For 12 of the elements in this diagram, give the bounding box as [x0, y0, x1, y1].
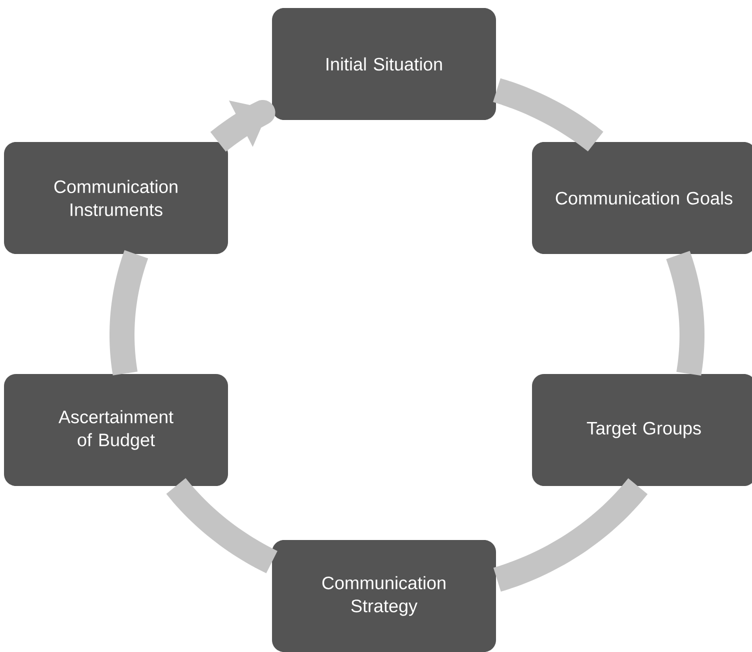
ring-segment [666, 250, 704, 378]
process-box: Communication Strategy [272, 540, 496, 652]
ring-segment [493, 478, 648, 592]
process-box: Communication Instruments [4, 142, 228, 254]
arrow [210, 100, 273, 152]
ring-segment [493, 78, 604, 152]
process-box: Initial Situation [272, 8, 496, 120]
process-box: Ascertainment of Budget [4, 374, 228, 486]
ring-segment [110, 250, 148, 377]
process-box: Target Groups [532, 374, 752, 486]
process-box: Communication Goals [532, 142, 752, 254]
ring-segment [166, 478, 278, 574]
